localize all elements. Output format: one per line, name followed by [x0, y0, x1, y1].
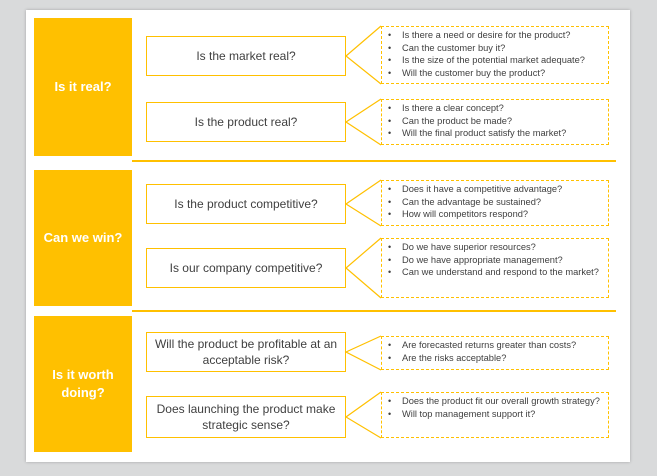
question-profitable: Will the product be profitable at an acc…	[146, 332, 346, 372]
connector-market-real	[345, 25, 382, 85]
detail-item: Will the final product satisfy the marke…	[386, 127, 603, 140]
section-label-text: Is it worth doing?	[52, 367, 114, 400]
detail-item: Is the size of the potential market adeq…	[386, 54, 603, 67]
question-text: Is the product real?	[194, 114, 298, 129]
section-label-text: Can we win?	[43, 230, 123, 246]
question-text: Is our company competitive?	[169, 260, 323, 275]
detail-item: Are forecasted returns greater than cost…	[386, 339, 603, 352]
connector-product-competitive	[344, 179, 382, 227]
details-product-real: Is there a clear concept? Can the produc…	[381, 99, 609, 145]
detail-item: Are the risks acceptable?	[386, 352, 603, 365]
question-text: Is the market real?	[196, 48, 296, 63]
question-market-real: Is the market real?	[146, 36, 346, 76]
detail-item: Do we have superior resources?	[386, 241, 603, 254]
section-label-is-it-real: Is it real?	[34, 18, 132, 156]
detail-item: Will the customer buy the product?	[386, 67, 603, 80]
section-label-can-we-win: Can we win?	[34, 170, 132, 306]
detail-item: Can we understand and respond to the mar…	[386, 266, 603, 279]
question-company-competitive: Is our company competitive?	[146, 248, 346, 288]
details-product-competitive: Does it have a competitive advantage? Ca…	[381, 180, 609, 226]
section-divider	[132, 310, 616, 312]
detail-item: Can the customer buy it?	[386, 42, 603, 55]
question-text: Will the product be profitable at an acc…	[154, 336, 338, 367]
detail-item: How will competitors respond?	[386, 208, 603, 221]
question-product-real: Is the product real?	[146, 102, 346, 142]
diagram-frame: Is it real? Is the market real? Is there…	[26, 10, 630, 462]
details-market-real: Is there a need or desire for the produc…	[381, 26, 609, 84]
connector-product-real	[344, 98, 382, 146]
detail-item: Does the product fit our overall growth …	[386, 395, 603, 408]
question-product-competitive: Is the product competitive?	[146, 184, 346, 224]
section-label-text: Is it real?	[54, 79, 112, 95]
details-profitable: Are forecasted returns greater than cost…	[381, 336, 609, 370]
question-text: Does launching the product make strategi…	[156, 401, 336, 432]
detail-item: Can the product be made?	[386, 115, 603, 128]
connector-company-competitive	[345, 237, 382, 299]
detail-item: Is there a clear concept?	[386, 102, 603, 115]
connector-strategic-sense	[344, 391, 382, 439]
section-divider	[132, 160, 616, 162]
detail-item: Do we have appropriate management?	[386, 254, 603, 267]
detail-item: Will top management support it?	[386, 408, 603, 421]
section-label-is-it-worth-doing: Is it worth doing?	[34, 316, 132, 452]
detail-item: Can the advantage be sustained?	[386, 196, 603, 209]
detail-item: Does it have a competitive advantage?	[386, 183, 603, 196]
detail-item: Is there a need or desire for the produc…	[386, 29, 603, 42]
question-strategic-sense: Does launching the product make strategi…	[146, 396, 346, 438]
question-text: Is the product competitive?	[174, 196, 318, 211]
details-strategic-sense: Does the product fit our overall growth …	[381, 392, 609, 438]
details-company-competitive: Do we have superior resources? Do we hav…	[381, 238, 609, 298]
connector-profitable	[344, 335, 382, 371]
